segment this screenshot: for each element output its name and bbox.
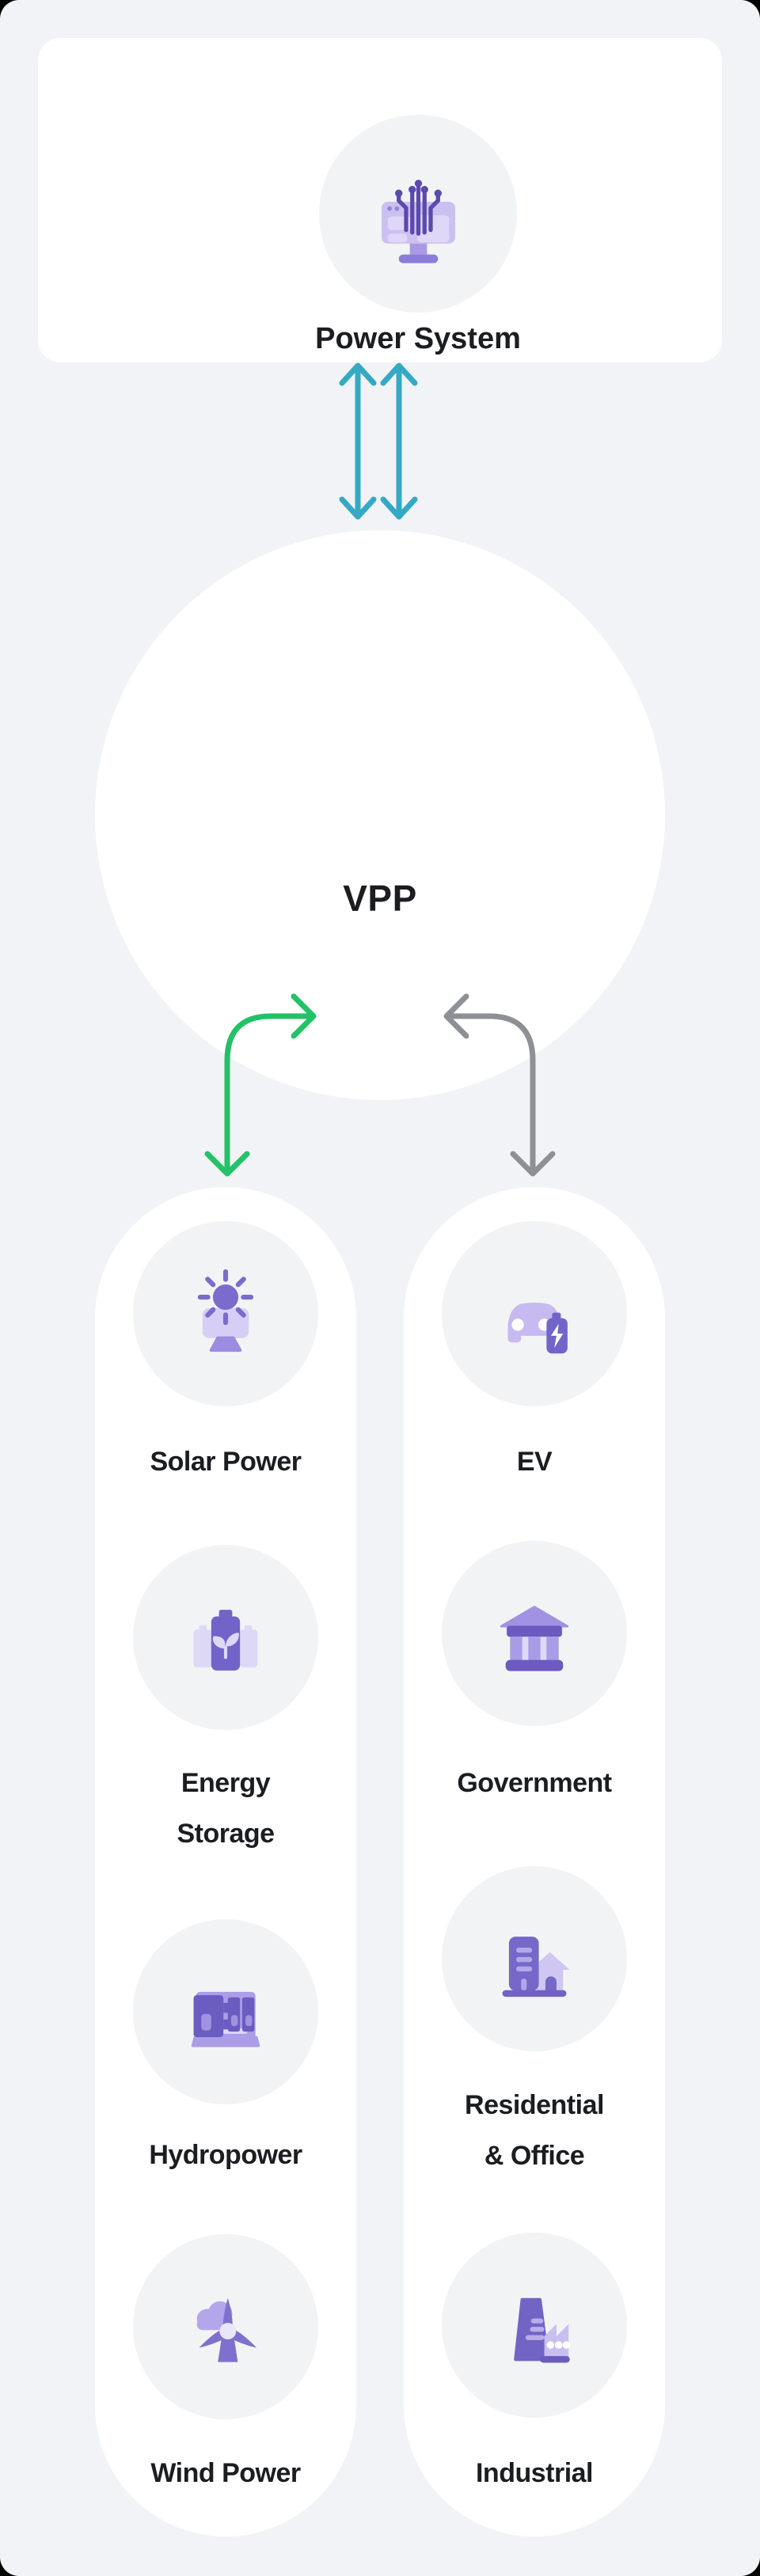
residential-office-label: Residential & Office [465, 2090, 604, 2171]
grid-exchange-arrows [339, 362, 418, 520]
wind-power-icon [196, 2297, 257, 2362]
solar-power-icon-circle [133, 1221, 318, 1406]
solar-power-icon [197, 1269, 254, 1352]
ev-label: EV [516, 1447, 553, 1477]
industrial-label: Industrial [475, 2458, 594, 2488]
vpp-hub-circle: VPP [95, 530, 665, 1100]
residential-office-icon [502, 1937, 570, 1997]
supply-arrow [204, 993, 317, 1177]
government-building-icon [500, 1606, 569, 1671]
energy-storage-icon [193, 1610, 258, 1671]
energy-storage-icon-circle [133, 1545, 318, 1730]
power-system-icon-circle [319, 115, 517, 313]
residential-office-icon-circle [442, 1866, 627, 2051]
hydropower-label: Hydropower [149, 2140, 302, 2170]
circuit-monitor-icon [381, 179, 455, 263]
vpp-label: VPP [343, 878, 417, 919]
solar-power-label: Solar Power [150, 1447, 302, 1477]
hydropower-icon-circle [133, 1919, 318, 2104]
power-system-card: Power System [38, 38, 722, 362]
ev-icon-circle [442, 1221, 627, 1406]
power-system-label: Power System [315, 322, 521, 355]
industrial-icon-circle [442, 2233, 627, 2418]
hydropower-icon [191, 1991, 260, 2047]
energy-storage-label: Energy Storage [177, 1768, 275, 1849]
industrial-factory-icon [514, 2297, 571, 2363]
wind-power-label: Wind Power [150, 2458, 301, 2488]
wind-power-icon-circle [133, 2234, 318, 2419]
ev-charging-icon [507, 1303, 568, 1354]
government-icon-circle [442, 1541, 627, 1726]
government-label: Government [457, 1768, 612, 1798]
demand-arrow [443, 993, 556, 1177]
